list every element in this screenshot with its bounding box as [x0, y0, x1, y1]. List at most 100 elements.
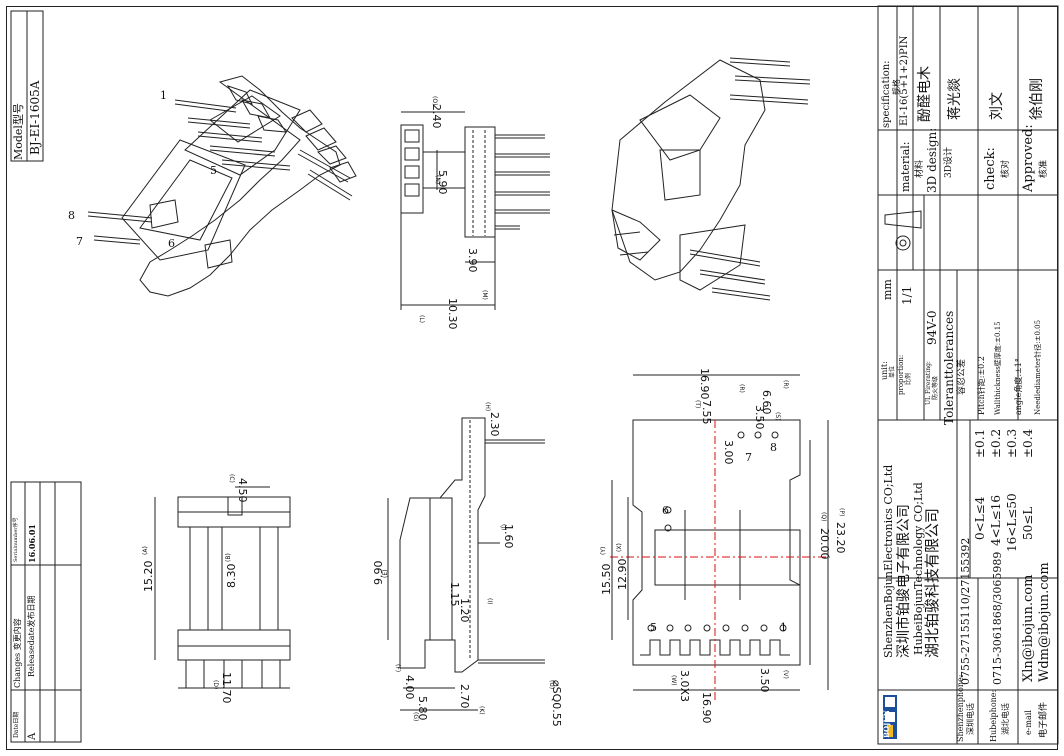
dim-8-30: 8.30	[225, 563, 238, 589]
pin-label-1b: 1	[780, 621, 787, 634]
changes-row-content: Releasedate发布日期	[27, 595, 36, 678]
material-label: material:	[899, 141, 912, 192]
tol-note-1: Pitch针距:±0.2	[977, 356, 986, 415]
dim-11-70: 11.70	[220, 672, 233, 704]
model-value: BJ-EI-1605A	[28, 80, 42, 155]
material-cn: 材料	[915, 159, 925, 178]
dim-label-h: (H)	[484, 402, 491, 412]
dim-label-b: (B)	[225, 553, 232, 562]
fire-cn: 防火等级	[932, 375, 939, 400]
top-view	[400, 111, 550, 310]
dim-label-w: (W)	[670, 675, 677, 686]
front-view	[154, 486, 291, 689]
changes-table	[10, 481, 82, 743]
sz-phone-cn: 深圳电话	[966, 703, 975, 735]
sz-phone: 0755-27155110/27155392	[959, 537, 972, 685]
dim-label-f: (F)	[394, 664, 401, 673]
company-cn-1: 深圳市铂骏电子有限公司	[896, 504, 912, 658]
approved-label: Approved:	[1021, 124, 1036, 192]
dim-label-r2: (R)	[782, 380, 789, 389]
dim-label-i: (I)	[486, 598, 493, 605]
dim-label-e: (E)	[382, 569, 389, 578]
tol-value-2: ±0.2	[989, 428, 1003, 458]
dim-label-o: (O)	[431, 96, 438, 106]
email-label: e-mail	[1024, 710, 1033, 735]
dim-10-30: 10.30	[446, 298, 459, 330]
dim-label-y: (Y)	[600, 546, 607, 555]
dim-label-s: (S)	[774, 412, 781, 421]
changes-serial-header: Serialnumber序号	[13, 517, 19, 562]
dim-7-55: 7.55	[700, 400, 713, 425]
approved-cn: 核准	[1039, 159, 1049, 178]
check-cn: 核对	[1001, 159, 1011, 178]
dim-2-40: 2.40	[430, 104, 443, 129]
email-2[interactable]: Wdm@ibojun.com	[1037, 562, 1052, 682]
design-value: 蒋光燚	[947, 78, 963, 120]
check-value: 刘文	[989, 92, 1005, 120]
spec-label: specification:	[881, 60, 892, 128]
pin-label-7b: 7	[745, 451, 752, 464]
unit-cn: 单位	[889, 365, 896, 378]
title-block	[877, 5, 1059, 745]
fire-value: 94V-0	[925, 310, 939, 345]
proportion-value: 1/1	[900, 285, 914, 305]
dim-3-00: 3.00	[722, 440, 735, 465]
unit-value: mm	[881, 279, 894, 300]
approved-value: 徐伯刚	[1029, 78, 1045, 120]
dim-3-50-bottom: 3.50	[758, 668, 771, 693]
dim-label-k: (K)	[478, 706, 485, 715]
dim-label-t: (T)	[694, 400, 701, 409]
dim-label-v: (V)	[782, 670, 789, 679]
tol-note-2: Wallthickness壁厚度:±0.15	[994, 321, 1002, 415]
design-label: 3D design:	[925, 127, 939, 193]
dim-label-m: (M)	[481, 290, 488, 300]
check-label: check:	[983, 147, 998, 190]
dim-1-20: 1.20	[458, 598, 471, 623]
dim-label-j: (J)	[500, 524, 507, 531]
tol-value-1: ±0.1	[973, 428, 987, 458]
dim-label-q: (Q)	[820, 512, 827, 522]
changes-date-header: Date日期	[13, 711, 20, 738]
dim-15-50: 15.50	[600, 563, 613, 596]
model-label: Model型号	[12, 103, 25, 160]
tol-range-4: 50≤L	[1021, 506, 1035, 540]
dim-label-x: (X)	[616, 543, 623, 552]
tol-note-4: Needlediameter针径:±0.05	[1034, 319, 1042, 415]
pin-label-1: 1	[160, 89, 167, 102]
dim-label-p: (P)	[838, 508, 845, 517]
unit-label: unit:	[880, 361, 889, 380]
tol-title: Toleranttolerances	[942, 310, 956, 425]
company-en-1: ShenzhenBojunElectronics CO;Ltd	[882, 464, 895, 658]
iso-view-left	[87, 75, 357, 297]
pin-label-5b: 5	[650, 621, 657, 634]
tol-value-4: ±0.4	[1021, 428, 1035, 458]
dim-16-90-top: 16.90	[698, 368, 711, 400]
email-cn: 电子邮件	[1039, 701, 1049, 738]
tol-cn: 容忍公差	[957, 358, 967, 395]
dim-3-90: 3.90	[466, 248, 479, 273]
dim-label-u: (U)	[548, 680, 555, 690]
material-value: 酚醛电木	[917, 66, 933, 122]
pin-label-5: 5	[210, 164, 217, 177]
tol-range-2: 4<L≤16	[989, 495, 1003, 546]
design-cn: 3D设计	[944, 147, 954, 178]
email-1[interactable]: Xln@ibojun.com	[1021, 574, 1036, 682]
hb-phone-cn: 湖北电话	[1001, 703, 1010, 735]
tol-value-3: ±0.3	[1005, 428, 1019, 458]
dim-label-r1: (R)	[738, 384, 745, 393]
pin-label-6: 6	[168, 237, 175, 250]
bottom-view	[610, 374, 830, 700]
dim-label-d: (D)	[212, 680, 219, 690]
dim-12-90: 12.90	[616, 558, 629, 591]
changes-content-header: Changes 变更内容	[13, 618, 22, 688]
hb-phone-label: Hubeiphone:	[989, 689, 998, 742]
iso-view-right	[611, 57, 811, 301]
pin-label-8b: 8	[770, 441, 777, 454]
dim-label-l: (L)	[418, 315, 425, 324]
dim-23-20: 23.20	[834, 522, 847, 554]
dim-label-a: (A)	[142, 546, 149, 555]
changes-row-serial: A	[27, 732, 38, 740]
dim-4-50: 4.50	[236, 478, 249, 503]
brand-logo-text: BOJUN	[882, 710, 891, 738]
